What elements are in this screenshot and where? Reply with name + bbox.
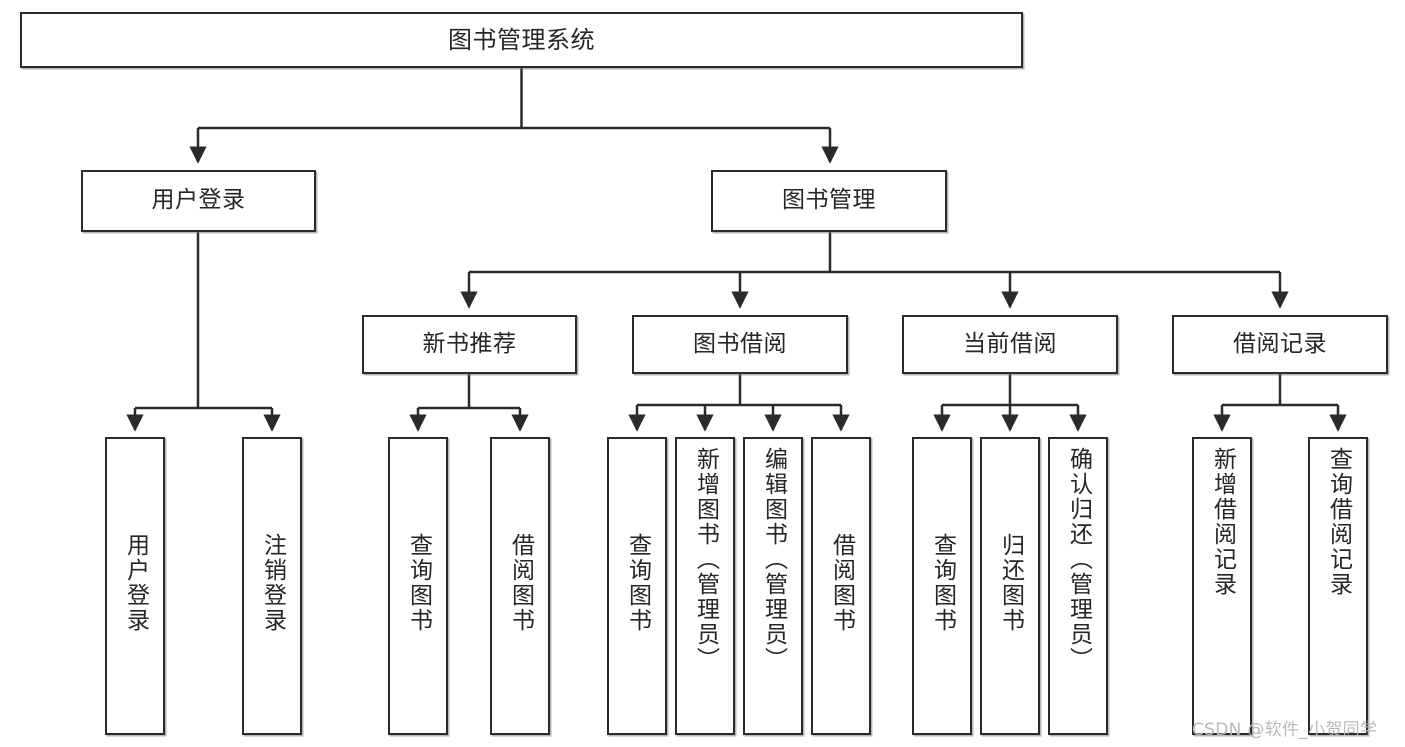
node-label: 图书管理系统 [448, 25, 595, 54]
leaf-current-return-book[interactable]: 归还图书 [980, 437, 1040, 735]
node-label: 用户登录 [122, 533, 149, 633]
leaf-borrow-add-book-admin[interactable]: 新增图书（管理员） [675, 437, 735, 735]
node-book-management[interactable]: 图书管理 [711, 170, 947, 232]
node-label: 当前借阅 [963, 330, 1057, 357]
leaf-borrow-borrow-book[interactable]: 借阅图书 [811, 437, 871, 735]
leaf-new-book-query[interactable]: 查询图书 [388, 437, 448, 735]
leaf-current-query-book[interactable]: 查询图书 [912, 437, 972, 735]
leaf-user-login-logout[interactable]: 注销登录 [242, 437, 302, 735]
leaf-borrow-query-book[interactable]: 查询图书 [607, 437, 667, 735]
node-label: 借阅记录 [1233, 330, 1327, 357]
node-label: 新书推荐 [422, 330, 517, 357]
leaf-record-query-record[interactable]: 查询借阅记录 [1308, 437, 1368, 735]
node-label: 查询图书 [624, 533, 651, 633]
leaf-user-login-login[interactable]: 用户登录 [105, 437, 165, 735]
leaf-record-add-record[interactable]: 新增借阅记录 [1192, 437, 1252, 735]
node-root-system[interactable]: 图书管理系统 [20, 12, 1023, 68]
leaf-new-book-borrow[interactable]: 借阅图书 [490, 437, 550, 735]
node-user-login[interactable]: 用户登录 [81, 170, 316, 232]
node-label: 编辑图书（管理员） [760, 447, 787, 672]
node-current-borrow[interactable]: 当前借阅 [902, 315, 1118, 374]
node-label: 查询图书 [405, 533, 432, 633]
node-label: 新增借阅记录 [1209, 447, 1236, 597]
node-label: 查询借阅记录 [1325, 447, 1352, 597]
node-label: 图书管理 [782, 187, 876, 214]
node-label: 归还图书 [997, 533, 1024, 633]
node-label: 确认归还（管理员） [1065, 447, 1092, 672]
node-label: 查询图书 [929, 533, 956, 633]
node-label: 借阅图书 [828, 533, 855, 633]
node-label: 图书借阅 [693, 330, 787, 357]
node-label: 注销登录 [259, 533, 286, 633]
node-new-book-recommend[interactable]: 新书推荐 [362, 315, 577, 374]
node-label: 借阅图书 [507, 533, 534, 633]
node-borrow-record[interactable]: 借阅记录 [1172, 315, 1388, 374]
node-label: 新增图书（管理员） [692, 447, 719, 672]
node-book-borrow[interactable]: 图书借阅 [632, 315, 848, 374]
csdn-watermark: CSDN @软件_小贺同学 [1192, 720, 1378, 740]
node-label: 用户登录 [151, 187, 246, 214]
leaf-borrow-edit-book-admin[interactable]: 编辑图书（管理员） [743, 437, 803, 735]
leaf-current-confirm-return-admin[interactable]: 确认归还（管理员） [1048, 437, 1108, 735]
